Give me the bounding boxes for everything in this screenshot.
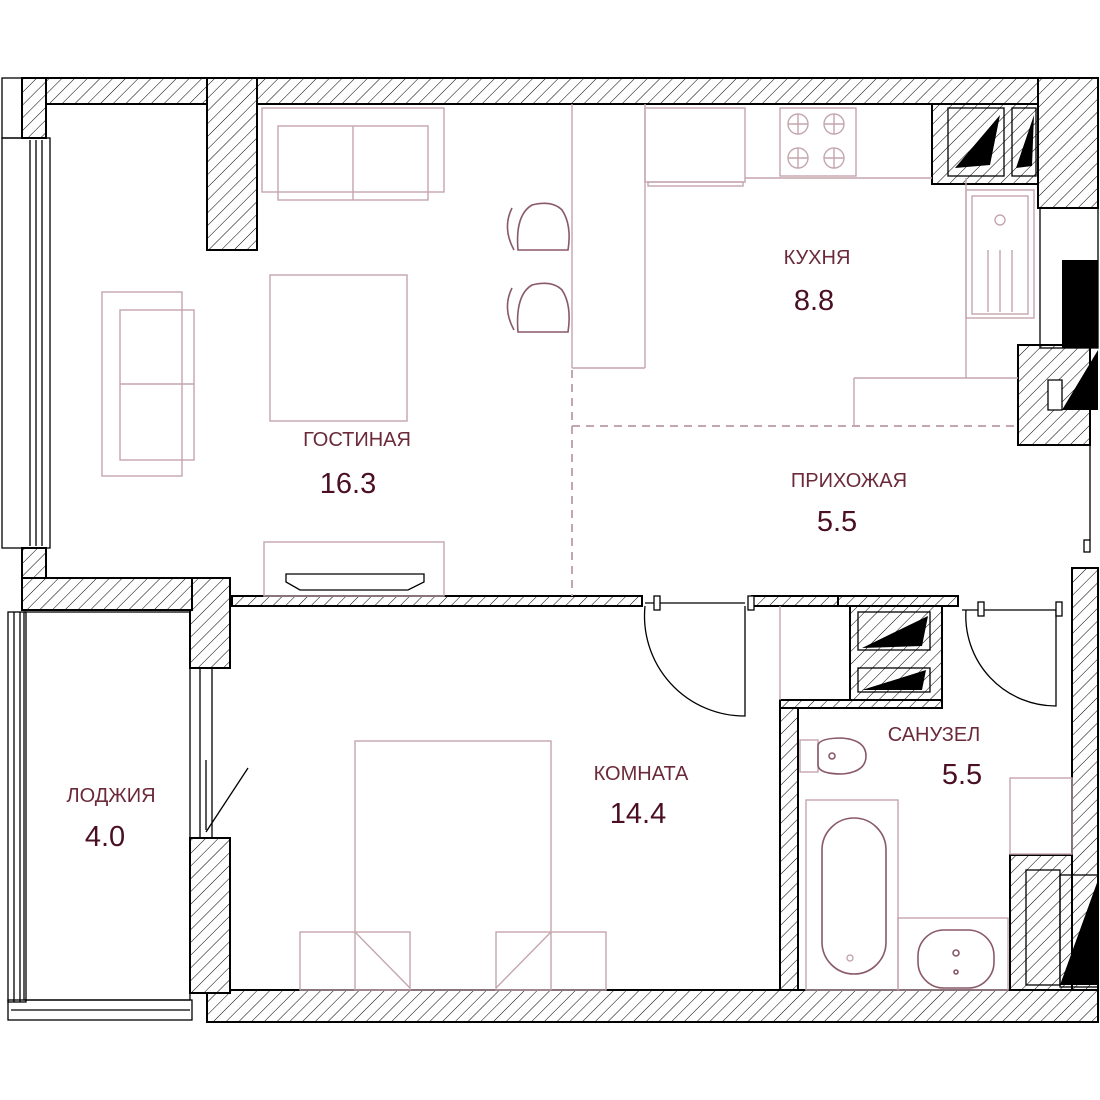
label-kitchen-name: КУХНЯ <box>784 247 851 269</box>
label-living-name: ГОСТИНАЯ <box>303 429 411 451</box>
label-bedroom-name: КОМНАТА <box>594 763 689 785</box>
loggia-bottom <box>7 999 193 1021</box>
column-top <box>206 77 258 251</box>
label-hallway-area: 5.5 <box>817 506 857 538</box>
label-living-area: 16.3 <box>320 468 376 500</box>
loggia-partition-bottom <box>189 837 231 994</box>
outer-left-edge <box>1 77 23 139</box>
bathtub <box>805 799 899 991</box>
washing-machine <box>1009 777 1073 855</box>
loggia-partition-top <box>189 577 231 669</box>
door-loggia <box>199 667 213 839</box>
shaft-bath-right <box>1009 854 1073 991</box>
door-bathroom <box>965 609 1057 707</box>
bath-wall-left <box>779 699 799 991</box>
left-wall-loggia-top <box>21 577 193 611</box>
label-bathroom-name: САНУЗЕЛ <box>888 724 981 746</box>
shaft-symbols <box>857 107 1037 693</box>
label-loggia-area: 4.0 <box>85 821 125 853</box>
cooktop <box>779 107 857 177</box>
bottom-wall <box>206 989 1099 1023</box>
window-living <box>1 137 51 549</box>
left-wall-middle <box>21 547 47 579</box>
room-labels: ГОСТИНАЯ 16.3 КУХНЯ 8.8 ПРИХОЖАЯ 5.5 КОМ… <box>66 247 982 853</box>
walls <box>21 77 1099 1023</box>
partition-hall <box>751 595 839 607</box>
right-wall-top <box>1037 77 1099 209</box>
windows <box>1 77 1099 1021</box>
label-hallway-name: ПРИХОЖАЯ <box>791 470 907 492</box>
bath-sink <box>897 917 1009 991</box>
toilet <box>799 739 819 773</box>
tv-console <box>263 541 445 597</box>
window-loggia <box>7 611 27 1003</box>
label-bedroom-area: 14.4 <box>610 798 666 830</box>
label-loggia-name: ЛОДЖИЯ <box>66 785 155 807</box>
label-kitchen-area: 8.8 <box>794 285 834 317</box>
kitchen-appliance-black <box>1062 260 1098 348</box>
shaft-mark-bath <box>1060 880 1098 985</box>
left-wall-upper <box>21 77 47 139</box>
top-wall <box>44 77 1041 105</box>
partition-living-bedroom <box>231 595 643 607</box>
doors <box>199 539 1091 839</box>
partition-bath-top <box>837 595 959 607</box>
coffee-table <box>269 274 408 422</box>
bed <box>354 740 552 991</box>
label-bathroom-area: 5.5 <box>942 759 982 791</box>
bar-stool-1 <box>516 202 570 251</box>
bar-stool-2 <box>516 282 570 333</box>
door-bedroom <box>643 605 746 717</box>
furniture <box>101 104 1091 991</box>
bath-wall-top <box>779 699 943 709</box>
